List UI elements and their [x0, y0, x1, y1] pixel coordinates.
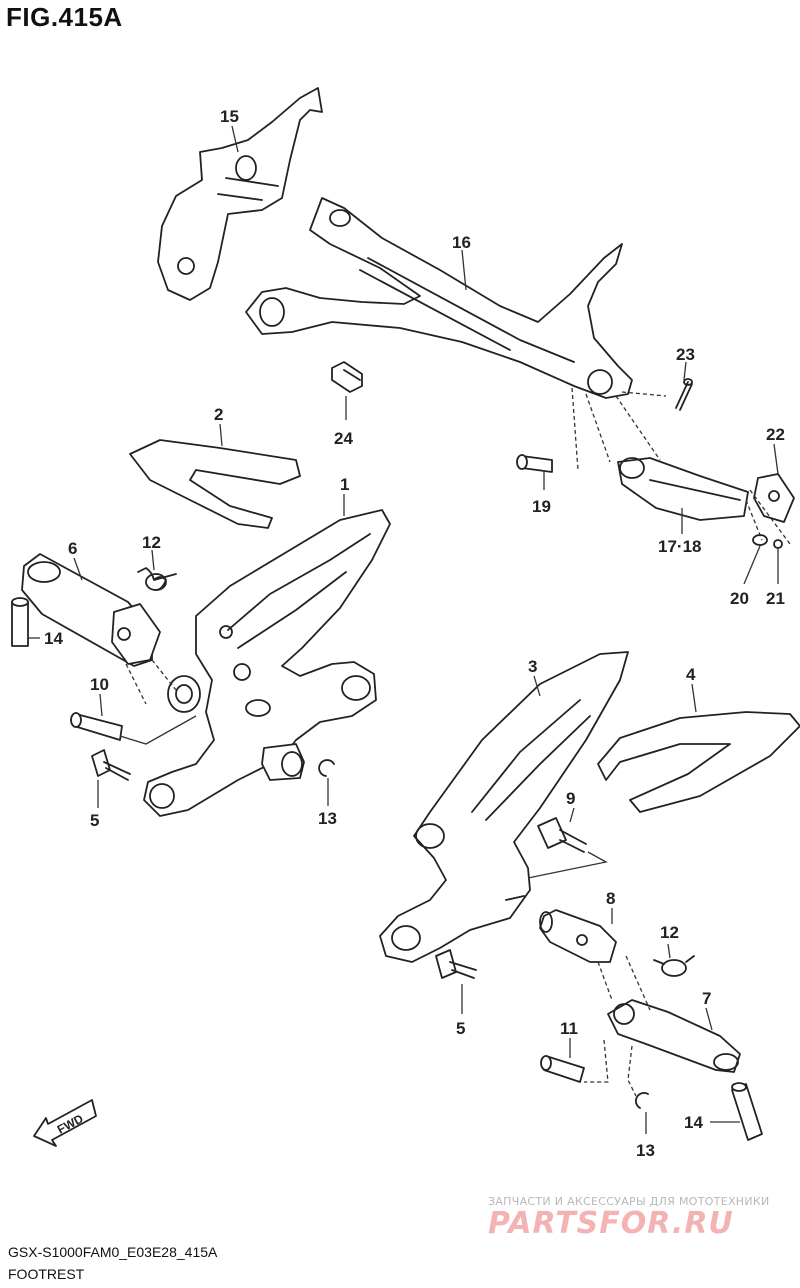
- part-17-18-rear-footpeg[interactable]: [617, 457, 749, 521]
- figure-title: FIG.415A: [6, 2, 123, 32]
- part-24-bolt[interactable]: [331, 361, 363, 393]
- label-14: 14: [44, 629, 63, 648]
- part-2-heel-plate[interactable]: [129, 439, 301, 529]
- part-14-pin-b[interactable]: [731, 1082, 763, 1141]
- model-code: GSX-S1000FAM0_E03E28_415A: [8, 1244, 218, 1260]
- part-6-front-footpeg[interactable]: [21, 553, 201, 713]
- label-4: 4: [686, 665, 696, 684]
- label-23: 23: [676, 345, 695, 364]
- part-5-bolt-b[interactable]: [435, 949, 477, 979]
- label-21: 21: [766, 589, 785, 608]
- assembly-guide-lines: [119, 387, 791, 1097]
- part-23-cotter-pin[interactable]: [675, 378, 693, 411]
- part-12-spring-b[interactable]: [653, 955, 695, 977]
- section-name: FOOTREST: [8, 1266, 85, 1282]
- fwd-arrow-icon: FWD: [33, 1099, 97, 1147]
- label-12: 12: [660, 923, 679, 942]
- label-22: 22: [766, 425, 785, 444]
- part-5-bolt-a[interactable]: [91, 749, 131, 781]
- label-11: 11: [560, 1019, 578, 1038]
- part-12-spring[interactable]: [137, 567, 177, 591]
- part-22-plate[interactable]: [753, 473, 795, 523]
- part-13-clip-a[interactable]: [318, 759, 335, 777]
- part-1-front-bracket[interactable]: [143, 509, 391, 817]
- part-9-bolt[interactable]: [537, 817, 587, 853]
- label-20: 20: [730, 589, 749, 608]
- label-14: 14: [684, 1113, 703, 1132]
- part-10-pin[interactable]: [70, 712, 123, 741]
- label-15: 15: [220, 107, 239, 126]
- part-3-right-bracket[interactable]: [379, 651, 629, 963]
- label-13: 13: [318, 809, 337, 828]
- label-13: 13: [636, 1141, 655, 1160]
- watermark-logo: PARTSFOR.RU: [488, 1206, 734, 1241]
- label-3: 3: [528, 657, 537, 676]
- leader-lines: [28, 125, 779, 1134]
- part-19-pin[interactable]: [516, 454, 553, 473]
- watermark-text: ЗАПЧАСТИ И АКСЕССУАРЫ ДЛЯ МОТОТЕХНИКИ: [488, 1195, 770, 1208]
- label-8: 8: [606, 889, 615, 908]
- part-13-clip-b[interactable]: [635, 1092, 649, 1109]
- label-7: 7: [702, 989, 711, 1008]
- label-6: 6: [68, 539, 77, 558]
- label-12: 12: [142, 533, 161, 552]
- part-8-shaft[interactable]: [539, 909, 617, 963]
- label-5: 5: [90, 811, 99, 830]
- part-20-spring[interactable]: [752, 534, 768, 546]
- part-7-right-footpeg[interactable]: [607, 999, 741, 1073]
- part-21-ball[interactable]: [773, 539, 783, 549]
- part-4-heel-plate[interactable]: [597, 711, 800, 813]
- label-9: 9: [566, 789, 575, 808]
- label-5: 5: [456, 1019, 465, 1038]
- label-16: 16: [452, 233, 471, 252]
- label-17-18: 17·18: [658, 537, 701, 556]
- part-15-bracket[interactable]: [157, 87, 323, 301]
- part-number-labels: 15 16 23 22 2 24 1 19 17·18 6 12 20 21 1…: [44, 107, 785, 1160]
- label-24: 24: [334, 429, 353, 448]
- part-11-pin[interactable]: [540, 1055, 585, 1083]
- label-1: 1: [340, 475, 349, 494]
- part-14-pin-a[interactable]: [11, 597, 29, 647]
- part-16-rear-bracket[interactable]: [245, 197, 633, 399]
- label-10: 10: [90, 675, 109, 694]
- label-2: 2: [214, 405, 223, 424]
- label-19: 19: [532, 497, 551, 516]
